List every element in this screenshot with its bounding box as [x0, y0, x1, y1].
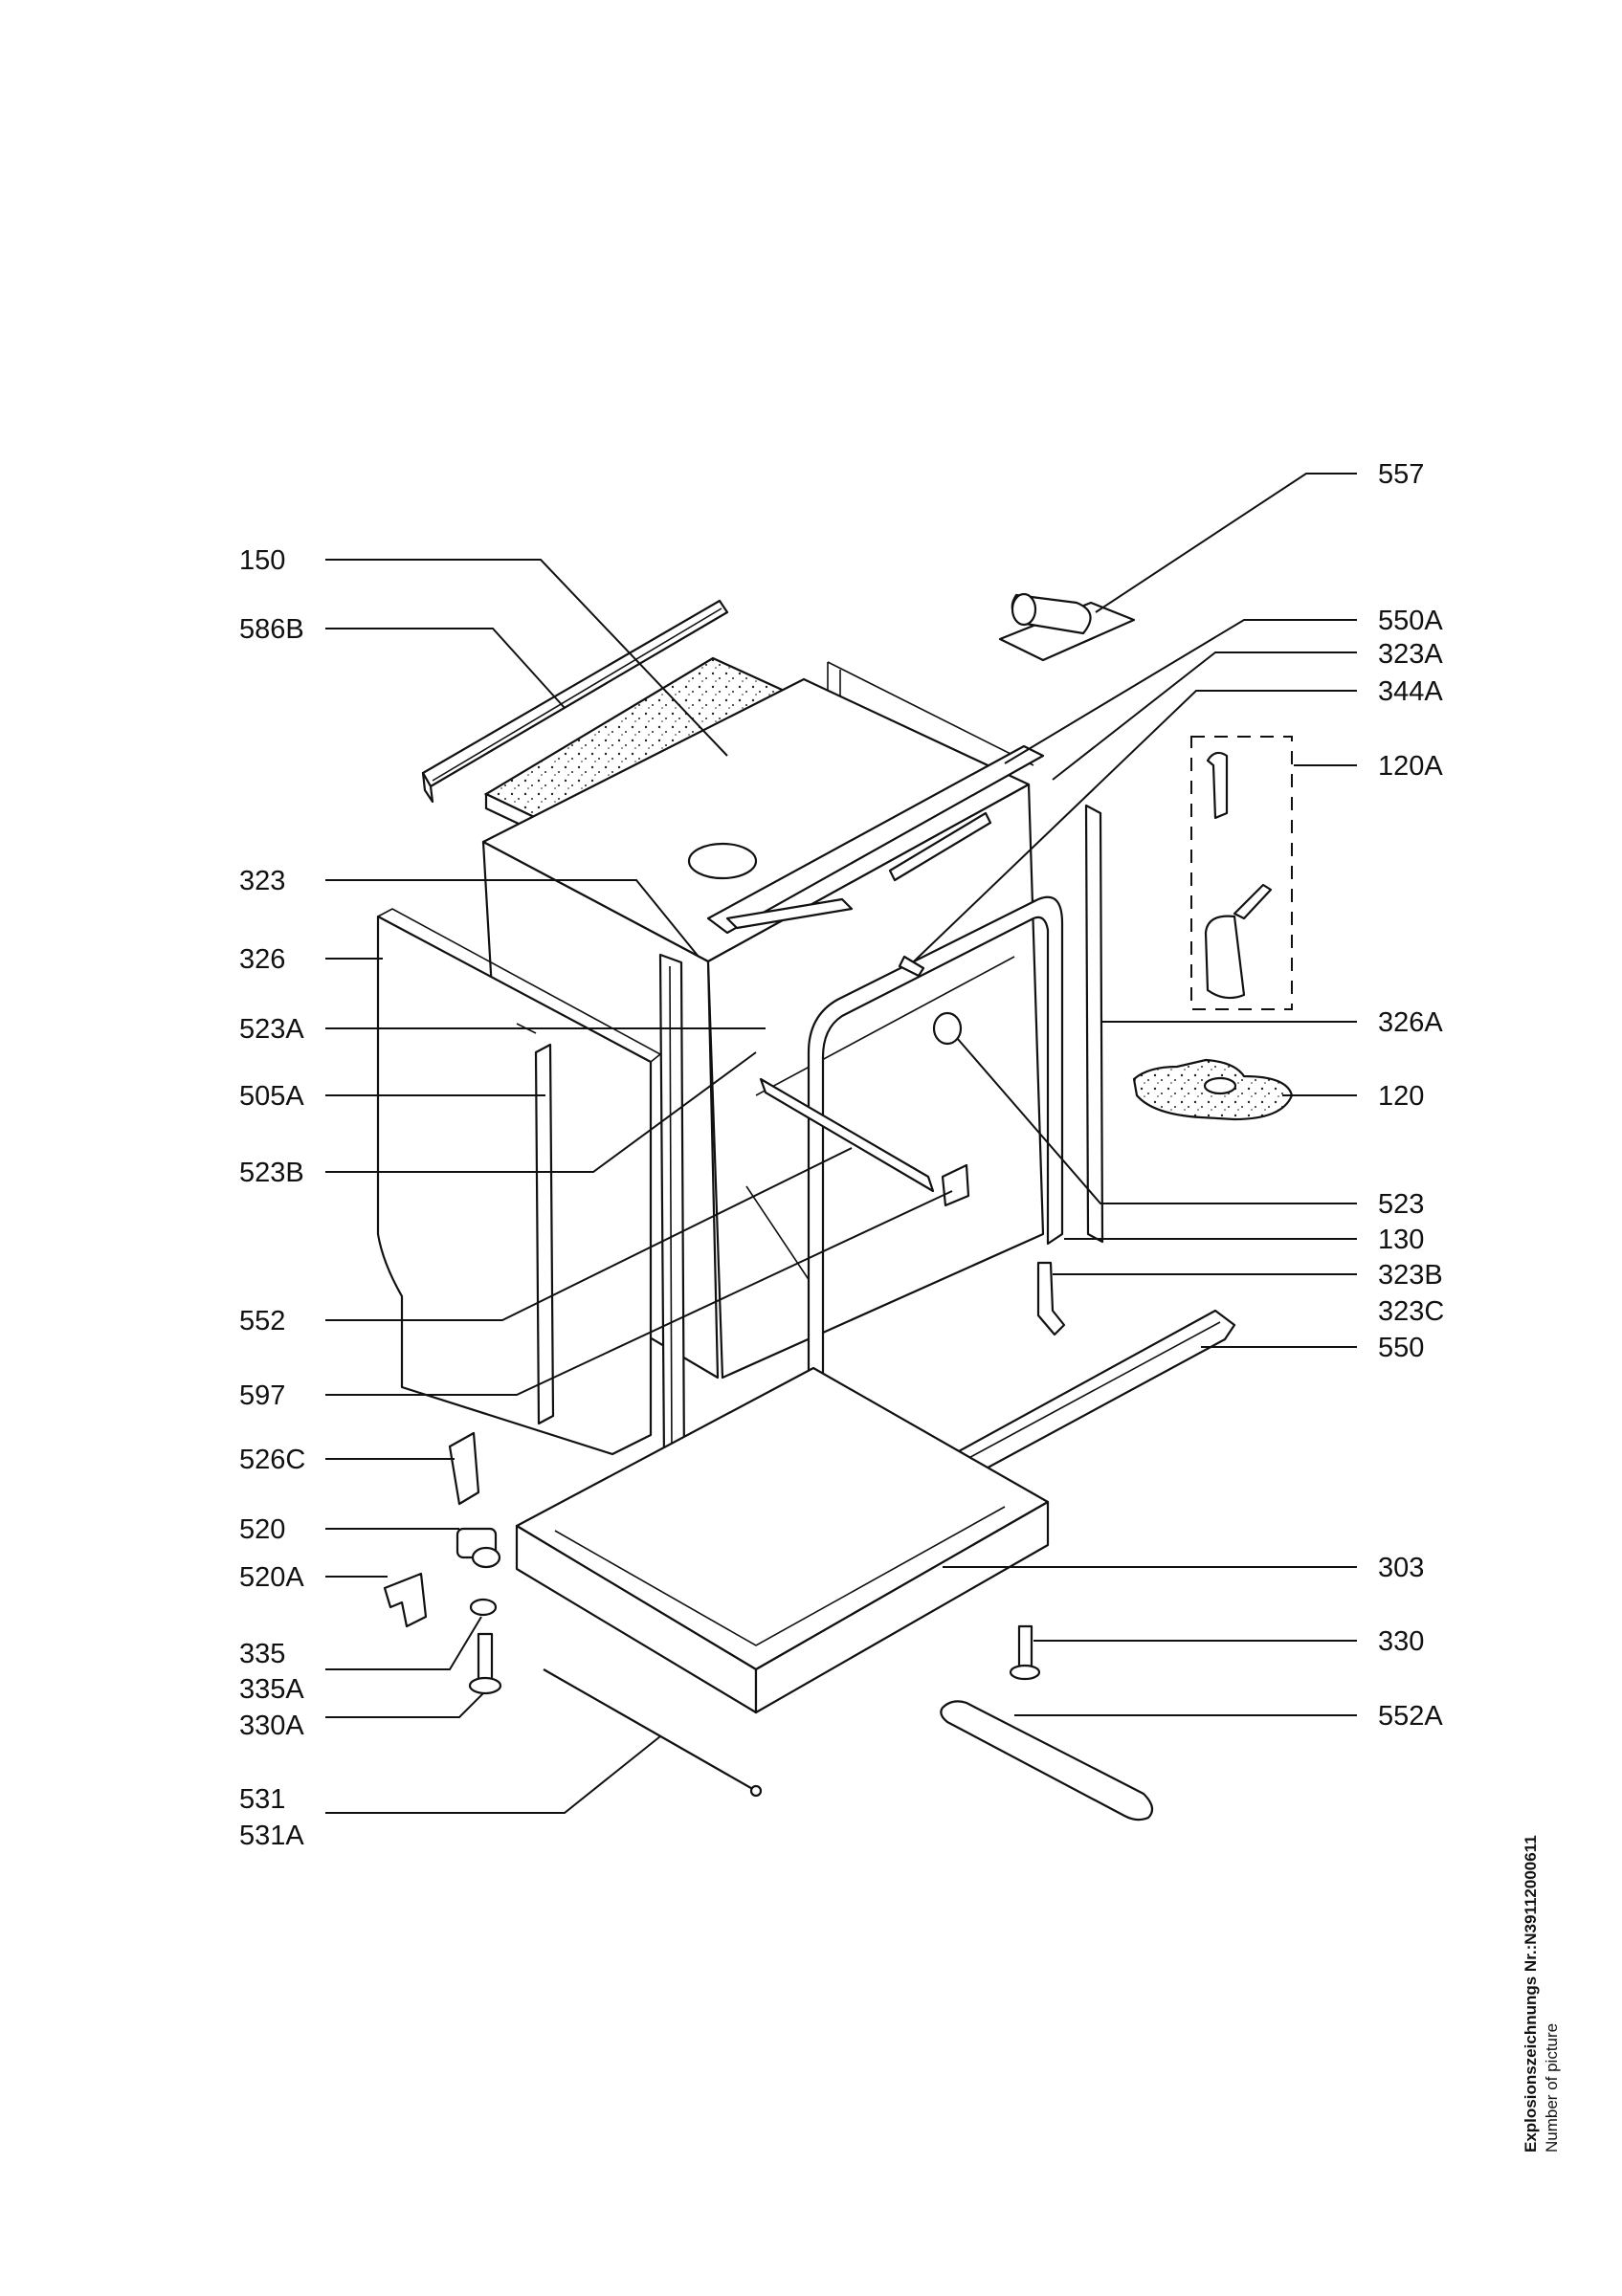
- part-330A-screw: [468, 1632, 502, 1695]
- label-505A: 505A: [239, 1081, 304, 1112]
- label-323: 323: [239, 866, 285, 896]
- leader-557: [1095, 473, 1357, 613]
- label-330A: 330A: [239, 1711, 304, 1741]
- label-550A: 550A: [1378, 606, 1443, 636]
- part-597-bracket: [941, 1163, 970, 1207]
- part-552-crossbar: [759, 1077, 935, 1193]
- leader-lines: [325, 473, 1357, 1814]
- leader-323: [325, 879, 700, 958]
- label-552: 552: [239, 1306, 285, 1336]
- leader-552: [325, 1147, 853, 1321]
- part-520-foot: [455, 1527, 501, 1569]
- label-550: 550: [1378, 1333, 1424, 1363]
- label-326A: 326A: [1378, 1007, 1443, 1038]
- part-120A-filter-group: [1190, 736, 1293, 1010]
- leader-531: [325, 1735, 661, 1814]
- label-523A: 523A: [239, 1014, 304, 1045]
- part-552A-seal-strip: [940, 1700, 1154, 1821]
- label-523: 523: [1378, 1189, 1424, 1220]
- leader-323A: [1052, 651, 1357, 781]
- leader-335: [325, 1616, 482, 1670]
- label-335: 335: [239, 1639, 285, 1669]
- part-531-rod: [543, 1668, 763, 1798]
- part-330-screw: [1009, 1624, 1041, 1681]
- part-120-filter-hole: [1203, 1076, 1237, 1095]
- label-130: 130: [1378, 1225, 1424, 1255]
- part-505A-strip: [534, 1043, 555, 1425]
- leader-597: [325, 1190, 953, 1396]
- part-323-frame-left: [658, 953, 686, 1470]
- part-586B-rail: [421, 599, 729, 804]
- label-303: 303: [1378, 1553, 1424, 1583]
- picture-caption: Number of picture: [1543, 2022, 1561, 2152]
- parts-drawing: [376, 592, 1294, 1821]
- leader-523: [956, 1037, 1357, 1204]
- label-323C: 323C: [1378, 1296, 1444, 1327]
- part-557-insulation-roll: [998, 592, 1136, 662]
- part-303-base-frame: [515, 1366, 1050, 1714]
- label-335A: 335A: [239, 1674, 304, 1705]
- label-120: 120: [1378, 1081, 1424, 1112]
- leader-550A: [1004, 619, 1357, 764]
- leader-344A: [913, 690, 1357, 962]
- part-344A-clip: [898, 955, 925, 978]
- label-323B: 323B: [1378, 1260, 1443, 1291]
- leader-330A: [325, 1692, 484, 1718]
- label-344A: 344A: [1378, 676, 1443, 707]
- label-557: 557: [1378, 459, 1424, 490]
- label-552A: 552A: [1378, 1701, 1443, 1732]
- label-520: 520: [239, 1514, 285, 1545]
- drawing-number: Explosionszeichnungs Nr.:N3911200061​1: [1522, 1835, 1540, 2152]
- label-531A: 531A: [239, 1821, 304, 1851]
- part-130-door-seal: [807, 895, 1064, 1418]
- label-150: 150: [239, 545, 285, 576]
- drawing-number-note: Explosionszeichnungs Nr.:N3911200061​1 N…: [1522, 1770, 1561, 2152]
- part-326A-right-panel: [1084, 804, 1104, 1244]
- part-323B-hinge: [1036, 1261, 1066, 1336]
- label-597: 597: [239, 1380, 285, 1411]
- label-526C: 526C: [239, 1445, 305, 1475]
- leader-586B: [325, 628, 566, 709]
- leader-523B: [325, 1051, 757, 1173]
- part-335-washer: [469, 1598, 498, 1617]
- part-520A-clip: [383, 1572, 428, 1628]
- part-526C-bracket: [448, 1431, 480, 1506]
- label-586B: 586B: [239, 614, 304, 645]
- callout-labels: 557 150 586B 550A 323A 344A 120A 323 326…: [239, 459, 1444, 1851]
- label-330: 330: [1378, 1626, 1424, 1657]
- label-531: 531: [239, 1784, 285, 1815]
- label-520A: 520A: [239, 1562, 304, 1593]
- label-120A: 120A: [1378, 751, 1443, 782]
- label-323A: 323A: [1378, 639, 1443, 670]
- leader-150: [325, 559, 728, 757]
- label-523B: 523B: [239, 1158, 304, 1188]
- part-523-disc: [932, 1011, 963, 1046]
- label-326: 326: [239, 944, 285, 975]
